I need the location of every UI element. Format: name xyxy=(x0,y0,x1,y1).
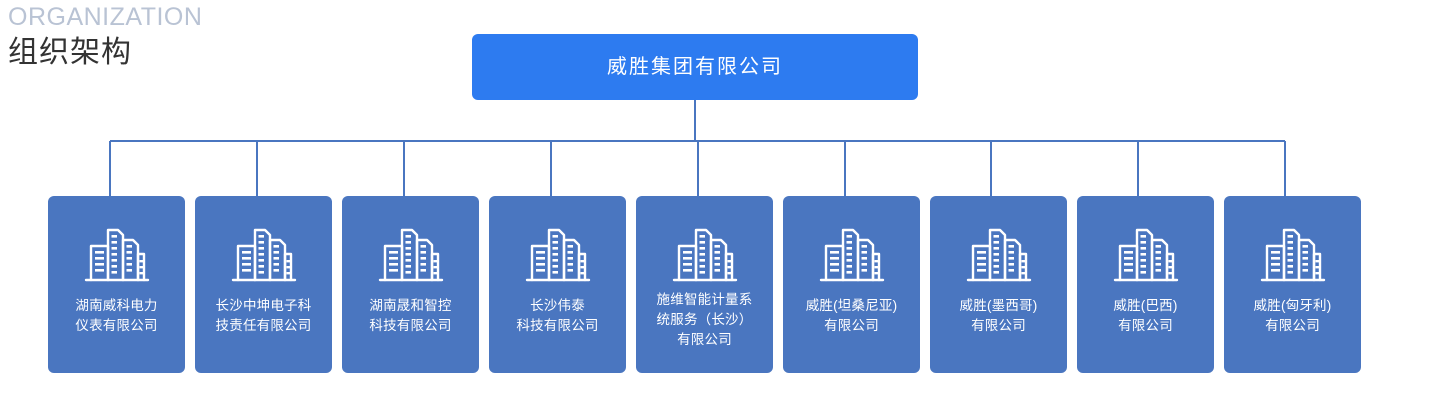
org-node-child[interactable]: 长沙中坤电子科技责任有限公司 xyxy=(195,196,332,373)
buildings-icon xyxy=(672,228,737,282)
org-node-label-line: 有限公司 xyxy=(971,318,1026,333)
buildings-icon xyxy=(966,228,1031,282)
org-node-child-label: 长沙伟泰科技有限公司 xyxy=(495,296,621,336)
org-node-child[interactable]: 威胜(坦桑尼亚) 有限公司 xyxy=(783,196,920,373)
org-node-label-line: 威胜(匈牙利) xyxy=(1253,298,1332,313)
org-node-label-line: 有限公司 xyxy=(677,332,732,347)
org-node-label-line: 有限公司 xyxy=(1118,318,1173,333)
buildings-icon xyxy=(231,228,296,282)
buildings-icon xyxy=(525,228,590,282)
org-node-child-label: 威胜(坦桑尼亚) 有限公司 xyxy=(789,296,915,336)
org-node-child-label: 施维智能计量系统服务（长沙） 有限公司 xyxy=(642,290,768,350)
page-title: 组织架构 xyxy=(8,36,132,69)
org-node-label-line: 科技有限公司 xyxy=(369,318,452,333)
org-node-label-line: 威胜(巴西) xyxy=(1113,298,1178,313)
org-node-label-line: 湖南晟和智控 xyxy=(369,298,452,313)
org-children-row: 湖南威科电力仪表有限公司 长沙中坤电子科技责 xyxy=(48,196,1392,373)
org-node-label-line: 统服务（长沙） xyxy=(656,312,753,327)
page-eyebrow: ORGANIZATION xyxy=(8,3,203,31)
org-node-label-line: 威胜(墨西哥) xyxy=(959,298,1038,313)
org-node-label-line: 有限公司 xyxy=(1265,318,1320,333)
org-node-child[interactable]: 威胜(巴西) 有限公司 xyxy=(1077,196,1214,373)
buildings-icon xyxy=(1260,228,1325,282)
buildings-icon xyxy=(1113,228,1178,282)
org-node-child-label: 威胜(匈牙利) 有限公司 xyxy=(1230,296,1356,336)
org-node-child[interactable]: 湖南威科电力仪表有限公司 xyxy=(48,196,185,373)
org-node-root[interactable]: 威胜集团有限公司 xyxy=(472,34,918,100)
org-node-child-label: 威胜(巴西) 有限公司 xyxy=(1083,296,1209,336)
org-node-label-line: 技责任有限公司 xyxy=(215,318,312,333)
org-node-child[interactable]: 威胜(墨西哥) 有限公司 xyxy=(930,196,1067,373)
org-node-root-label: 威胜集团有限公司 xyxy=(607,56,783,78)
org-node-label-line: 长沙中坤电子科 xyxy=(215,298,312,313)
page-header: ORGANIZATION 组织架构 xyxy=(8,2,428,74)
org-node-label-line: 长沙伟泰 xyxy=(530,298,585,313)
buildings-icon xyxy=(819,228,884,282)
buildings-icon xyxy=(84,228,149,282)
org-node-child[interactable]: 施维智能计量系统服务（长沙） 有限公司 xyxy=(636,196,773,373)
buildings-icon xyxy=(378,228,443,282)
org-node-child[interactable]: 威胜(匈牙利) 有限公司 xyxy=(1224,196,1361,373)
org-node-child-label: 长沙中坤电子科技责任有限公司 xyxy=(201,296,327,336)
org-node-label-line: 威胜(坦桑尼亚) xyxy=(805,298,898,313)
org-node-child[interactable]: 长沙伟泰科技有限公司 xyxy=(489,196,626,373)
org-node-child[interactable]: 湖南晟和智控科技有限公司 xyxy=(342,196,479,373)
org-node-label-line: 科技有限公司 xyxy=(516,318,599,333)
org-node-child-label: 威胜(墨西哥) 有限公司 xyxy=(936,296,1062,336)
org-node-label-line: 施维智能计量系 xyxy=(656,292,753,307)
org-node-child-label: 湖南威科电力仪表有限公司 xyxy=(54,296,180,336)
org-node-label-line: 有限公司 xyxy=(824,318,879,333)
org-node-child-label: 湖南晟和智控科技有限公司 xyxy=(348,296,474,336)
org-node-label-line: 湖南威科电力 xyxy=(75,298,158,313)
org-node-label-line: 仪表有限公司 xyxy=(75,318,158,333)
